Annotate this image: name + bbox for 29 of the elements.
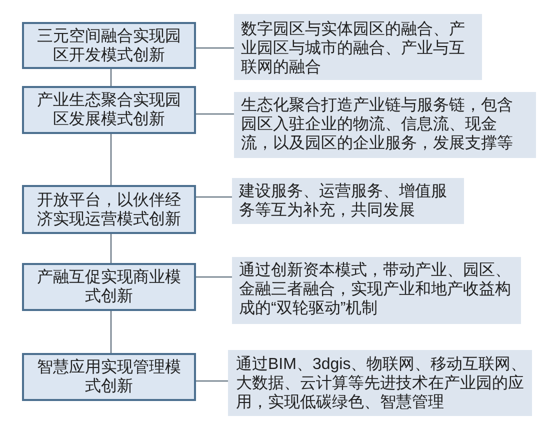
connector-line (196, 196, 232, 198)
description-panel (232, 178, 464, 224)
connector-line (110, 134, 112, 185)
mode-box (22, 86, 196, 134)
connector-line (110, 69, 112, 86)
description-panel (228, 350, 532, 416)
description-text: 通过创新资本模式，带动产业、园区、金融三者融合，实现产业和地产收益构成的“双轮驱动”机制 (239, 261, 512, 318)
description-panel (234, 92, 536, 158)
mode-title: 三元空间融合实现园区开发模式创新 (36, 26, 182, 64)
mode-title: 产业生态聚合实现园区发展模式创新 (36, 91, 182, 129)
mode-box (22, 22, 196, 69)
description-text: 生态化聚合打造产业链与服务链，包含园区入驻企业的物流、信息流、现金流，以及园区的企业服务，发展支撑等 (241, 96, 514, 153)
connector-line (196, 47, 234, 49)
mode-box (22, 353, 196, 401)
connector-line (196, 380, 228, 382)
mode-box (22, 185, 196, 234)
description-panel (234, 14, 482, 80)
description-panel (232, 257, 521, 324)
description-text: 建设服务、运营服务、增值服务等互为补充，共同发展 (239, 182, 448, 220)
mode-title: 产融互促实现商业模式创新 (36, 268, 182, 306)
connector-line (110, 234, 112, 263)
connector-line (196, 113, 234, 115)
mode-title: 开放平台，以伙伴经济实现运营模式创新 (36, 190, 182, 228)
description-text: 数字园区与实体园区的融合、产业园区与城市的融合、产业与互联网的融合 (241, 20, 466, 77)
mode-box (22, 263, 196, 311)
connector-line (110, 311, 112, 353)
description-text: 通过BIM、3dgis、物联网、移动互联网、大数据、云计算等先进技术在产业园的应用，实现低碳绿色、智慧管理 (236, 355, 528, 412)
connector-line (196, 276, 232, 278)
mode-title: 智慧应用实现管理模式创新 (36, 358, 182, 396)
